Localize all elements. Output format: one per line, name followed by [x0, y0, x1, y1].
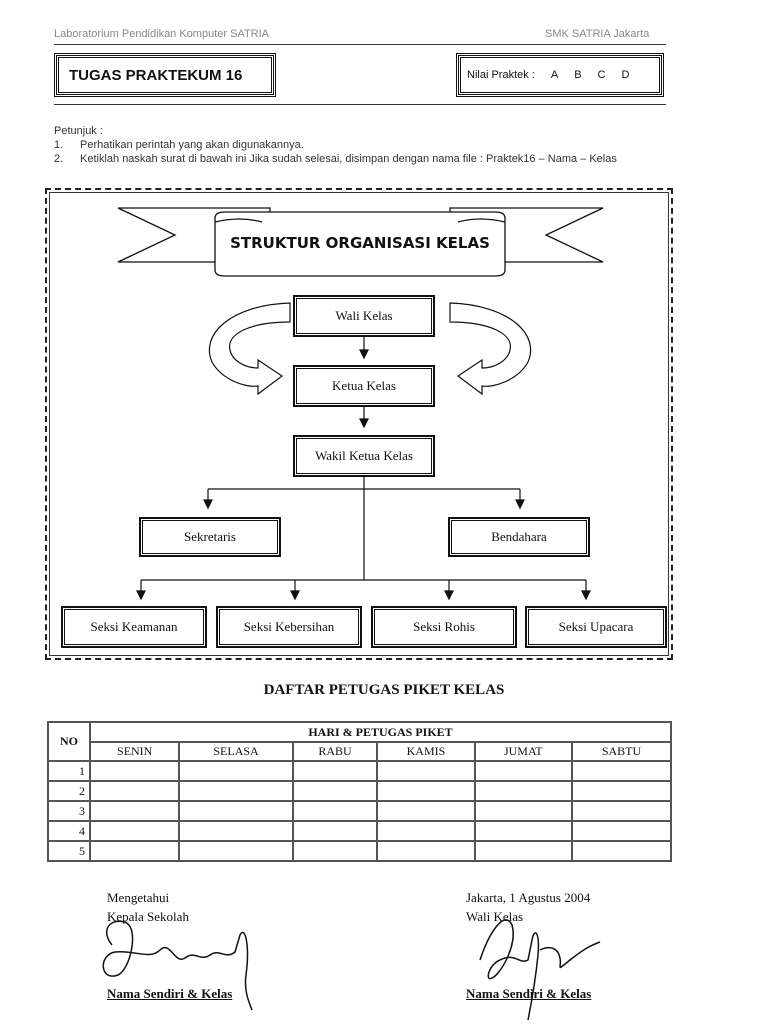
table-row: 3	[47, 800, 673, 822]
task-title-text: TUGAS PRAKTEKUM 16	[69, 66, 243, 84]
org-chart-banner-title: STRUKTUR ORGANISASI KELAS	[230, 234, 490, 252]
header-bottom-divider	[54, 104, 666, 105]
node-seksi-rohis: Seksi Rohis	[371, 606, 517, 648]
node-ketua-kelas: Ketua Kelas	[293, 365, 435, 407]
instruction-item-2: 2.Ketiklah naskah surat di bawah ini Jik…	[54, 153, 617, 165]
table-row: 2	[47, 780, 673, 802]
table-row: 5	[47, 840, 673, 862]
piket-days-row: SENIN SELASA RABU KAMIS JUMAT SABTU	[48, 741, 673, 762]
org-chart-frame-inner	[49, 192, 669, 656]
task-title: TUGAS PRAKTEKUM 16	[54, 53, 276, 97]
instructions-heading: Petunjuk :	[54, 125, 103, 137]
signature-right-scribble	[479, 919, 601, 1021]
day-selasa: SELASA	[178, 741, 294, 762]
header-divider	[54, 44, 666, 45]
day-kamis: KAMIS	[376, 741, 476, 762]
header-lab-name: Laboratorium Pendidikan Komputer SATRIA	[54, 28, 270, 40]
org-connectors	[136, 335, 591, 601]
instruction-item-1: 1.Perhatikan perintah yang akan digunaka…	[54, 139, 304, 151]
signature-right-name: Nama Sendiri & Kelas	[466, 986, 592, 1001]
curved-arrow-left-icon	[208, 302, 291, 396]
signature-left-name: Nama Sendiri & Kelas	[107, 986, 233, 1001]
org-chart-frame	[45, 188, 673, 660]
node-wakil-ketua-kelas: Wakil Ketua Kelas	[293, 435, 435, 477]
node-sekretaris: Sekretaris	[139, 517, 281, 557]
banner-center	[214, 211, 506, 277]
day-rabu: RABU	[291, 741, 379, 762]
node-seksi-keamanan: Seksi Keamanan	[61, 606, 207, 648]
grade-option-d: D	[621, 69, 630, 81]
piket-table: NO HARI & PETUGAS PIKET SENIN SELASA RAB…	[47, 721, 673, 862]
piket-no-header: NO	[47, 721, 91, 762]
instructions: Petunjuk : 1.Perhatikan perintah yang ak…	[54, 124, 617, 166]
day-jumat: JUMAT	[473, 741, 573, 762]
grade-option-b: B	[574, 69, 582, 81]
grade-box: Nilai Praktek : A B C D	[456, 53, 664, 97]
node-seksi-kebersihan: Seksi Kebersihan	[216, 606, 362, 648]
signature-right-line1: Jakarta, 1 Agustus 2004	[466, 890, 591, 905]
grade-option-c: C	[597, 69, 606, 81]
signature-left-line2: Kepala Sekolah	[107, 909, 189, 924]
node-wali-kelas: Wali Kelas	[293, 295, 435, 337]
day-sabtu: SABTU	[570, 741, 673, 762]
grade-option-a: A	[550, 69, 559, 81]
banner-ribbon	[117, 207, 604, 277]
signature-left-scribble	[102, 920, 253, 1011]
table-row: 4	[47, 820, 673, 842]
curved-arrow-right-icon	[449, 302, 532, 396]
header-school-name: SMK SATRIA Jakarta	[545, 28, 650, 40]
node-bendahara: Bendahara	[448, 517, 590, 557]
signature-left-block: Mengetahui Kepala Sekolah	[107, 888, 189, 926]
node-seksi-upacara: Seksi Upacara	[525, 606, 667, 648]
grade-label: Nilai Praktek :	[467, 69, 535, 81]
day-senin: SENIN	[88, 741, 181, 762]
table-row: 1	[47, 760, 673, 782]
signature-left-line1: Mengetahui	[107, 890, 170, 905]
piket-group-header: HARI & PETUGAS PIKET	[89, 721, 672, 743]
piket-title: DAFTAR PETUGAS PIKET KELAS	[263, 682, 505, 698]
